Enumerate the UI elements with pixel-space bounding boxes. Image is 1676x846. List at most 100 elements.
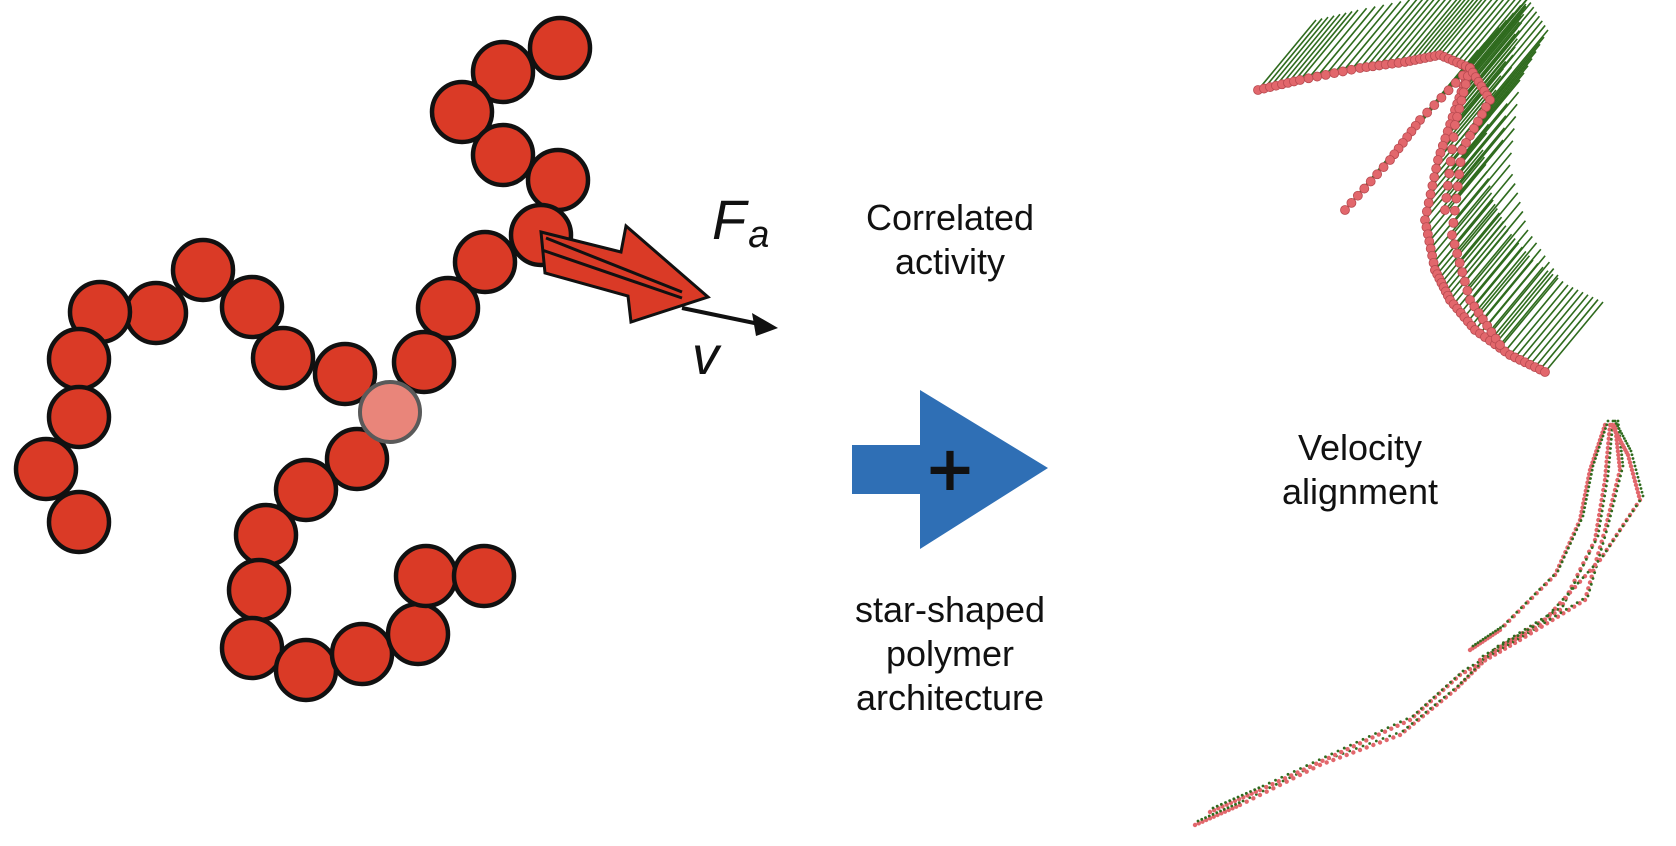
velocity-trace xyxy=(1237,801,1241,805)
velocity-trace xyxy=(1593,571,1597,575)
velocity-trace xyxy=(1620,469,1624,473)
velocity-trace xyxy=(1469,229,1529,301)
velocity-trace xyxy=(1292,770,1296,773)
velocity-trace xyxy=(1534,621,1538,625)
velocity-trace xyxy=(1434,0,1483,57)
velocity-trace xyxy=(1305,764,1309,767)
velocity-trace xyxy=(1559,611,1563,615)
velocity-trace xyxy=(1429,0,1479,58)
velocity-trace xyxy=(1316,6,1376,78)
velocity-trace xyxy=(1579,569,1582,573)
velocity-trace xyxy=(1477,242,1538,314)
sim-bead xyxy=(1407,717,1413,723)
polymer-bead xyxy=(273,457,339,523)
velocity-trace xyxy=(1597,529,1601,533)
velocity-trace xyxy=(1611,504,1615,508)
sim-bead xyxy=(1345,746,1350,752)
velocity-trace xyxy=(1482,248,1542,320)
velocity-trace xyxy=(1474,642,1477,646)
sim-bead xyxy=(1377,740,1383,745)
velocity-trace xyxy=(1605,479,1609,483)
simulation-snapshot-correlated xyxy=(1253,0,1604,377)
velocity-trace xyxy=(1614,534,1618,538)
velocity-trace xyxy=(1621,434,1625,438)
sim-bead xyxy=(1454,257,1465,268)
velocity-trace xyxy=(1491,631,1495,635)
velocity-trace xyxy=(1586,594,1590,598)
sim-bead xyxy=(1449,239,1460,250)
velocity-trace xyxy=(1399,720,1402,724)
velocity-trace xyxy=(1434,199,1494,271)
velocity-trace xyxy=(1599,547,1603,551)
sim-bead xyxy=(1436,92,1447,103)
sim-bead xyxy=(1633,482,1639,488)
velocity-trace xyxy=(1571,537,1574,541)
velocity-trace xyxy=(1529,294,1589,366)
sim-bead xyxy=(1457,267,1468,278)
sim-bead xyxy=(1451,193,1462,204)
velocity-trace xyxy=(1349,743,1352,747)
velocity-trace xyxy=(1257,19,1317,91)
sim-bead xyxy=(1337,755,1343,760)
sim-bead xyxy=(1448,132,1459,143)
velocity-trace xyxy=(1637,479,1641,483)
velocity-trace xyxy=(1588,481,1592,485)
sim-bead xyxy=(1616,452,1621,458)
velocity-trace xyxy=(1452,0,1505,62)
velocity-trace xyxy=(1204,816,1207,820)
velocity-trace xyxy=(1536,622,1540,626)
velocity-trace xyxy=(1609,442,1613,446)
polymer-bead xyxy=(391,329,457,395)
combination-arrow: + xyxy=(852,390,1048,549)
velocity-alignment-label: Velocity alignment xyxy=(1245,426,1475,514)
velocity-trace xyxy=(1374,739,1378,743)
velocity-trace xyxy=(1367,735,1371,738)
velocity-trace xyxy=(1617,479,1621,483)
velocity-trace xyxy=(1634,468,1638,472)
correlated-activity-label: Correlated activity xyxy=(835,196,1065,284)
velocity-trace xyxy=(1440,212,1501,284)
velocity-trace xyxy=(1472,2,1532,74)
sim-bead xyxy=(1628,464,1634,469)
force-symbol: Fa xyxy=(712,188,769,256)
velocity-trace xyxy=(1633,464,1637,468)
velocity-trace xyxy=(1598,553,1602,557)
star-shaped-line-1: star-shaped xyxy=(854,589,1046,630)
velocity-trace xyxy=(1486,634,1490,638)
velocity-trace xyxy=(1514,286,1574,358)
velocity-trace xyxy=(1459,91,1520,163)
velocity-trace xyxy=(1618,429,1622,433)
velocity-trace xyxy=(1442,216,1503,288)
velocity-trace xyxy=(1570,604,1574,608)
polymer-bead xyxy=(219,274,285,340)
velocity-trace xyxy=(1458,38,1518,110)
velocity-trace xyxy=(1211,806,1215,810)
sim-bead xyxy=(1586,471,1592,477)
sim-bead xyxy=(1326,755,1331,761)
velocity-trace xyxy=(1607,460,1611,464)
active-force-arrow xyxy=(539,223,711,324)
velocity-trace xyxy=(1494,629,1497,633)
velocity-trace xyxy=(1299,9,1359,81)
sim-bead xyxy=(1540,367,1550,377)
velocity-trace xyxy=(1546,614,1550,617)
sim-bead xyxy=(1585,480,1590,485)
velocity-trace xyxy=(1631,457,1635,460)
velocity-trace xyxy=(1406,725,1409,729)
star-shaped-line-3: architecture xyxy=(855,677,1045,718)
velocity-trace xyxy=(1469,0,1528,69)
velocity-trace xyxy=(1336,749,1340,753)
velocity-trace xyxy=(1436,203,1496,275)
velocity-trace xyxy=(1607,465,1611,469)
velocity-trace xyxy=(1287,12,1347,84)
velocity-trace xyxy=(1476,641,1480,645)
polymer-chain xyxy=(13,15,593,703)
sim-bead xyxy=(1629,467,1635,473)
velocity-trace xyxy=(1581,514,1585,518)
velocity-trace xyxy=(1486,651,1490,655)
sim-bead xyxy=(1462,285,1473,296)
sim-bead xyxy=(1351,744,1356,749)
sim-bead xyxy=(1301,767,1306,772)
sim-bead xyxy=(1352,190,1363,201)
